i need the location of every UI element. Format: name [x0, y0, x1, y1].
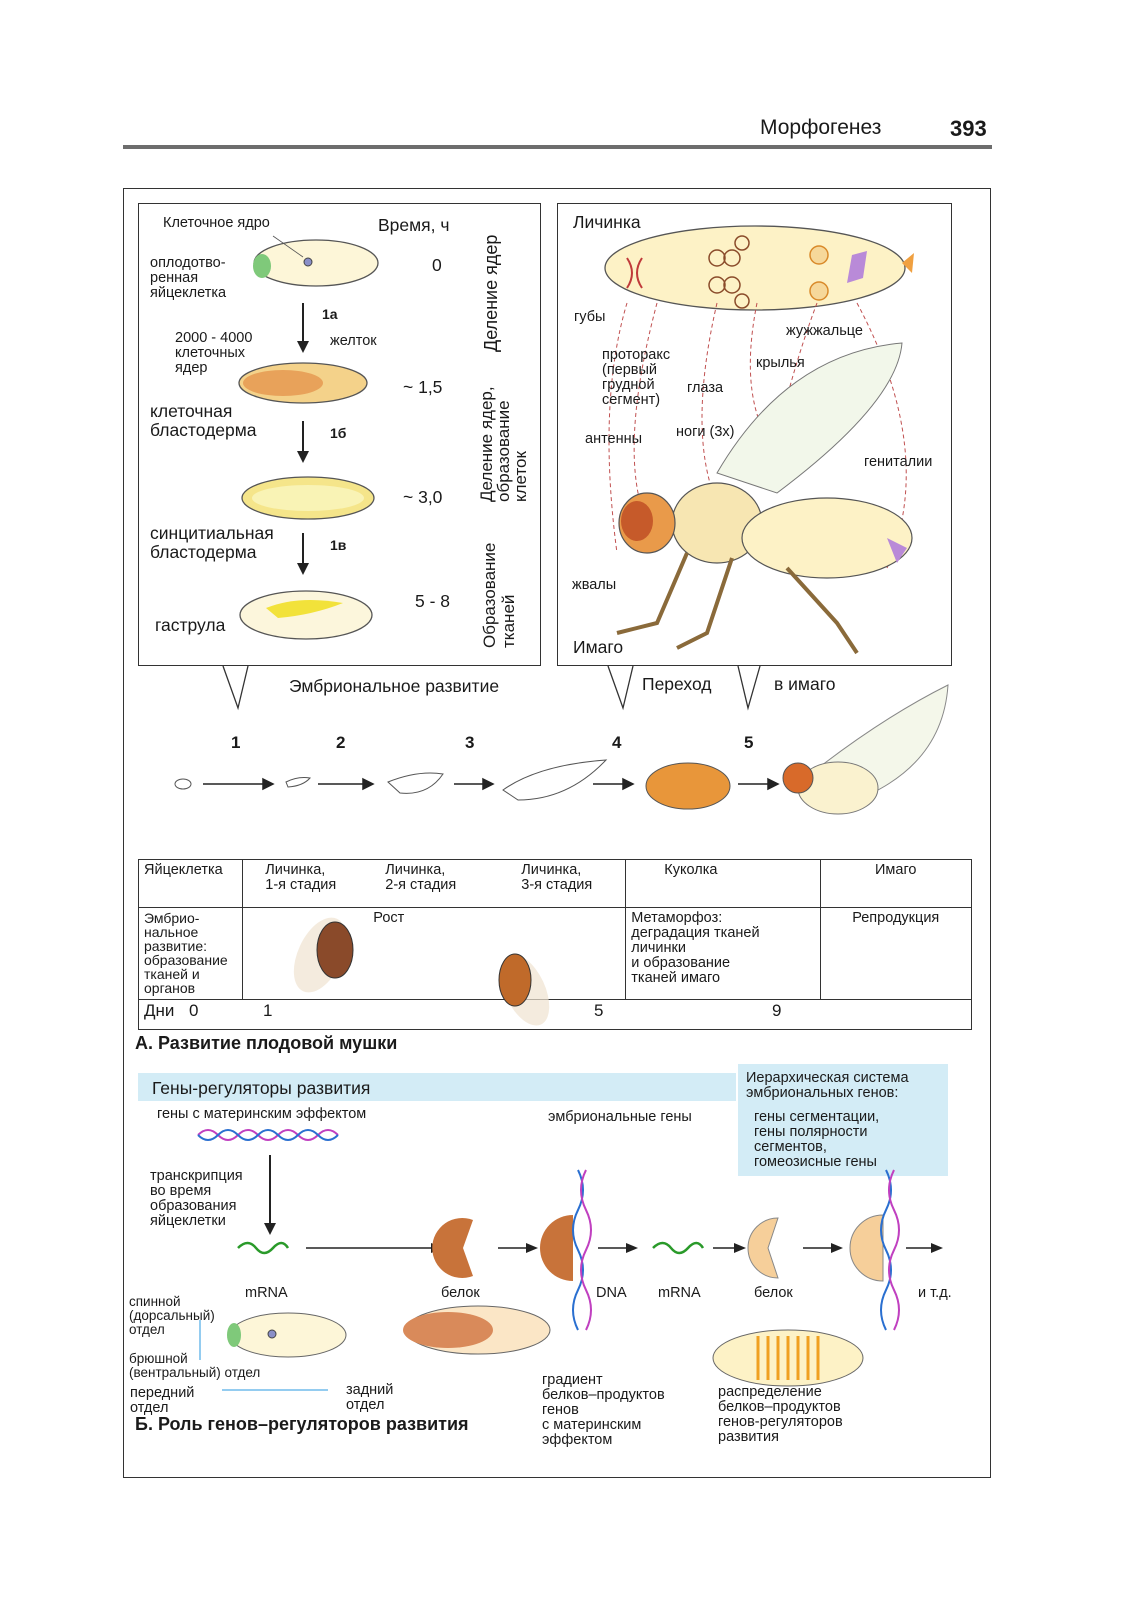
- side-label-nuclear-division: Деление ядер: [481, 234, 501, 352]
- mrna-label-2: mRNA: [658, 1285, 701, 1301]
- gradient-label: градиент белков–продуктов генов с матери…: [542, 1372, 665, 1448]
- mrna-label-1: mRNA: [245, 1285, 288, 1301]
- stage-number-2: 2: [336, 733, 346, 752]
- stage-number-5: 5: [744, 733, 754, 752]
- yolk-label: желток: [330, 333, 377, 349]
- nucleus-dot: [303, 257, 313, 267]
- genes-title: Гены-регуляторы развития: [152, 1078, 371, 1098]
- transcription-label: транскрипция во время образования яйцекл…: [150, 1168, 243, 1229]
- cell-pupa: Куколка: [625, 859, 821, 908]
- embryonic-genes-label: эмбриональные гены: [548, 1109, 692, 1125]
- time-value-1: ~ 1,5: [403, 377, 443, 397]
- label-haltere: жужжальце: [786, 323, 863, 339]
- cell-imago: Имаго: [819, 859, 972, 908]
- stage-label-gastrula: гаструла: [155, 615, 226, 635]
- ventral-label: брюшной (вентральный) отдел: [129, 1351, 261, 1380]
- larva-title: Личинка: [573, 212, 641, 232]
- day-9: 9: [772, 1001, 782, 1020]
- maternal-genes-label: гены с материнским эффектом: [157, 1106, 367, 1122]
- embryo-stages-drawing: [238, 235, 379, 640]
- hierarchy-title: Иерархическая система эмбриональных гено…: [746, 1070, 909, 1101]
- cell-embryonic: Эмбрио- нальное развитие: образование тк…: [137, 907, 244, 1000]
- side-label-tissue-formation: Образование тканей: [480, 542, 518, 648]
- cell-larva-3: Личинка, 3-я стадия: [521, 862, 593, 893]
- embryonic-development-label: Эмбриональное развитие: [289, 676, 500, 696]
- polar-plasm: [253, 254, 271, 278]
- dorsal-label: спинной (дорсальный) отдел: [129, 1294, 215, 1337]
- running-head: Морфогенез: [760, 116, 882, 139]
- label-mandibles: жвалы: [572, 577, 617, 593]
- time-value-4: 5 - 8: [415, 591, 451, 611]
- protein-label-1: белок: [441, 1285, 480, 1301]
- time-value-2: ~ 3,0: [403, 487, 443, 507]
- days-row: Дни 0 1 5 9: [138, 999, 972, 1030]
- days-label: Дни: [144, 1001, 175, 1020]
- cell-larva-1: Личинка, 1-я стадия: [265, 862, 337, 893]
- stage-label-syncytial: синцитиальная бластодерма: [150, 523, 274, 562]
- posterior-label: задний отдел: [346, 1382, 394, 1413]
- label-eyes: глаза: [687, 380, 724, 396]
- stage-number-4: 4: [612, 733, 622, 752]
- time-value-0: 0: [432, 255, 442, 275]
- day-0: 0: [189, 1001, 199, 1020]
- gastrula-egg: [239, 590, 373, 640]
- caption-a: А. Развитие плодовой мушки: [135, 1033, 398, 1053]
- life-cycle-timeline: [174, 665, 949, 815]
- fly-illustrations: [293, 917, 550, 1026]
- hierarchy-list: гены сегментации, гены полярности сегмен…: [754, 1109, 880, 1170]
- cell-larva-2: Личинка, 2-я стадия: [385, 862, 457, 893]
- stage-label-fertilized: оплодотво- ренная яйцеклетка: [150, 255, 227, 301]
- stages-table: Яйцеклетка Личинка, 1-я стадия Личинка, …: [137, 859, 972, 1030]
- step-1b: 1б: [330, 425, 347, 441]
- distribution-label: распределение белков–продуктов генов-рег…: [718, 1384, 843, 1445]
- dna-label: DNA: [596, 1285, 627, 1301]
- label-prothorax: проторакс (первый грудной сегмент): [602, 347, 671, 408]
- etc-label: и т.д.: [918, 1285, 952, 1301]
- page-number: 393: [950, 116, 987, 141]
- cell-egg: Яйцеклетка: [137, 859, 244, 908]
- hierarchy-band: [738, 1064, 948, 1176]
- larva-body: [604, 225, 906, 311]
- fertilized-egg: [253, 239, 379, 287]
- label-genitalia: гениталии: [864, 454, 933, 470]
- day-5: 5: [594, 1001, 604, 1020]
- label-lips: губы: [574, 309, 606, 325]
- nuclei-label: 2000 - 4000 клеточных ядер: [175, 330, 253, 376]
- figure-frame: [123, 188, 991, 1478]
- label-wings: крылья: [756, 355, 805, 371]
- gene-regulation-drawing: [197, 1129, 943, 1391]
- cell-metamorphosis: Метаморфоз: деградация тканей личинки и …: [625, 907, 821, 1000]
- stage-label-blastoderm: клеточная бластодерма: [150, 401, 257, 440]
- genes-title-band: [138, 1073, 736, 1101]
- label-legs: ноги (3х): [676, 424, 735, 440]
- time-label: Время, ч: [378, 215, 450, 235]
- nucleus-label: Клеточное ядро: [163, 215, 270, 231]
- label-antennae: антенны: [585, 431, 643, 447]
- header-rule: [123, 145, 992, 149]
- day-1: 1: [263, 1001, 273, 1020]
- fly-anatomy-drawing: [604, 225, 914, 655]
- side-label-cell-formation: Деление ядер, образование клеток: [477, 386, 530, 502]
- to-imago-label: в имаго: [774, 674, 836, 694]
- cell-reproduction: Репродукция: [819, 907, 972, 1000]
- protein-label-2: белок: [754, 1285, 793, 1301]
- step-1a: 1a: [322, 306, 338, 322]
- caption-b: Б. Роль генов–регуляторов развития: [135, 1414, 469, 1434]
- anterior-label: передний отдел: [130, 1385, 195, 1416]
- stage-number-3: 3: [465, 733, 475, 752]
- stage-number-1: 1: [231, 733, 241, 752]
- transition-label: Переход: [642, 674, 712, 694]
- imago-title: Имаго: [573, 637, 624, 657]
- step-1c: 1в: [330, 537, 347, 553]
